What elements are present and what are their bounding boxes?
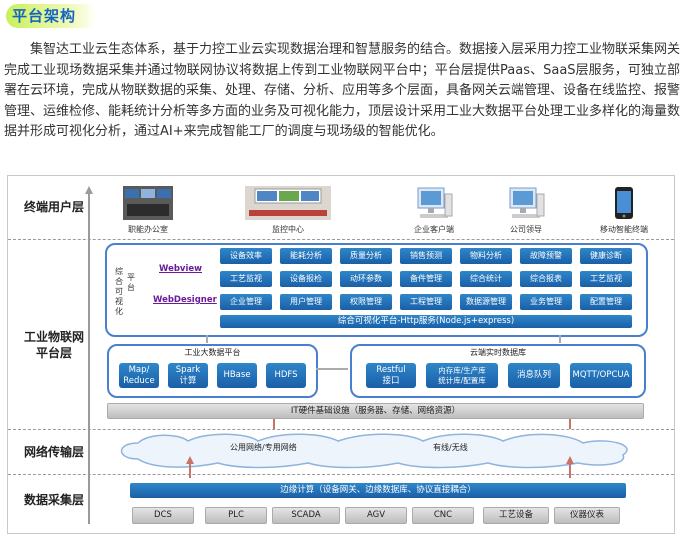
bigdata-title: 工业大数据平台 — [184, 348, 241, 357]
side-label-platform: 平台 — [127, 273, 135, 292]
realtime-db-title: 云端实时数据库 — [470, 348, 526, 357]
visualization-platform-panel: 综合可视化 平台 Webview WebDesigner 设备效率 能耗分析 质… — [105, 243, 648, 337]
connector — [273, 419, 275, 429]
realtime-db-panel: 云端实时数据库 Restful 接口 内存库/生产库 统计库/配置库 消息队列 … — [350, 344, 646, 398]
terminal-office: 职能办公室 — [108, 186, 188, 235]
terminal-enterprise-client: 企业客户端 — [404, 186, 464, 235]
bigdata-item[interactable]: HDFS — [266, 363, 306, 388]
module-button[interactable]: 权限管理 — [340, 294, 392, 310]
layer-platform-1: 工业物联网 — [23, 330, 84, 344]
module-button[interactable]: 质量分析 — [340, 248, 392, 264]
module-button[interactable]: 能耗分析 — [280, 248, 332, 264]
desktop-computer-icon — [417, 187, 453, 218]
device-box: PLC — [205, 507, 267, 524]
office-photo-icon — [123, 186, 173, 220]
desktop-computer-icon — [509, 187, 545, 218]
connector — [559, 335, 561, 343]
infrastructure-bar: IT硬件基础设施（服务器、存储、网络资源） — [107, 403, 644, 419]
smartphone-icon — [615, 187, 633, 219]
layer-terminal: 终端用户层 — [23, 200, 84, 214]
network-cloud-icon — [120, 433, 628, 469]
module-button[interactable]: 综合报表 — [520, 271, 572, 287]
side-label: 综合可视化 — [115, 267, 123, 316]
module-button[interactable]: 企业管理 — [220, 294, 272, 310]
module-button[interactable]: 物料分析 — [460, 248, 512, 264]
connector — [316, 368, 348, 370]
realtime-item[interactable]: MQTT/OPCUA — [570, 363, 632, 388]
connector — [569, 419, 571, 429]
webview-label: Webview — [159, 264, 202, 274]
bigdata-panel: 工业大数据平台 Map/ Reduce Spark 计算 HBase HDFS — [107, 344, 318, 398]
separator — [8, 239, 674, 240]
monitor-center-photo-icon — [245, 186, 331, 220]
edge-computing-bar: 边缘计算（设备网关、边缘数据库、协议直接耦合） — [130, 483, 626, 498]
module-button[interactable]: 销售预测 — [400, 248, 452, 264]
realtime-item[interactable]: 消息队列 — [508, 363, 560, 388]
module-button[interactable]: 配置管理 — [580, 294, 632, 310]
module-button[interactable]: 工程管理 — [400, 294, 452, 310]
terminal-monitor-center: 监控中心 — [244, 186, 332, 235]
up-arrow-icon — [566, 456, 574, 464]
module-button[interactable]: 设备效率 — [220, 248, 272, 264]
section-title-badge — [6, 4, 96, 28]
webdesigner-label: WebDesigner — [153, 295, 217, 305]
layer-platform-2: 平台层 — [35, 346, 72, 360]
layer-acquisition: 数据采集层 — [23, 493, 84, 507]
separator — [8, 429, 674, 430]
bigdata-item[interactable]: HBase — [217, 363, 257, 388]
module-button[interactable]: 健康诊断 — [580, 248, 632, 264]
module-button[interactable]: 备件管理 — [400, 271, 452, 287]
realtime-item[interactable]: 内存库/生产库 统计库/配置库 — [426, 363, 498, 388]
terminal-mobile: 移动智能终端 — [590, 186, 658, 235]
device-box: CNC — [412, 507, 474, 524]
section-title: 平台架构 — [12, 7, 77, 25]
bigdata-item[interactable]: Map/ Reduce — [119, 363, 159, 388]
device-box: 仪器仪表 — [554, 507, 620, 524]
module-button[interactable]: 设备报检 — [280, 271, 332, 287]
module-button[interactable]: 故障预警 — [520, 248, 572, 264]
architecture-diagram: 终端用户层 工业物联网 平台层 网络传输层 数据采集层 职能办公室 监控中心 — [7, 175, 675, 534]
realtime-item[interactable]: Restful 接口 — [366, 363, 416, 388]
http-service-bar: 综合可视化平台-Http服务(Node.js+express) — [220, 315, 632, 328]
up-arrow-icon — [186, 456, 194, 464]
connector — [569, 462, 571, 478]
module-button[interactable]: 综合统计 — [460, 271, 512, 287]
device-box: DCS — [132, 507, 194, 524]
network-wired-label: 有线/无线 — [433, 443, 468, 452]
module-button[interactable]: 业务管理 — [520, 294, 572, 310]
module-button[interactable]: 工艺监视 — [220, 271, 272, 287]
module-button[interactable]: 数据源管理 — [460, 294, 512, 310]
module-button[interactable]: 用户管理 — [280, 294, 332, 310]
connector — [189, 462, 191, 478]
module-button[interactable]: 动环参数 — [340, 271, 392, 287]
device-box: AGV — [345, 507, 407, 524]
axis-arrow-icon — [85, 186, 93, 194]
bigdata-item[interactable]: Spark 计算 — [168, 363, 208, 388]
device-box: 工艺设备 — [483, 507, 549, 524]
device-box: SCADA — [272, 507, 340, 524]
layer-network: 网络传输层 — [23, 445, 84, 459]
module-button[interactable]: 工艺监视 — [580, 271, 632, 287]
separator — [8, 474, 674, 475]
intro-paragraph: 集智达工业云生态体系，基于力控工业云实现数据治理和智慧服务的结合。数据接入层采用… — [4, 42, 681, 139]
network-public-label: 公用网络/专用网络 — [230, 443, 297, 452]
terminal-leader: 公司领导 — [496, 186, 556, 235]
axis-line — [88, 194, 90, 524]
connector — [206, 335, 208, 343]
